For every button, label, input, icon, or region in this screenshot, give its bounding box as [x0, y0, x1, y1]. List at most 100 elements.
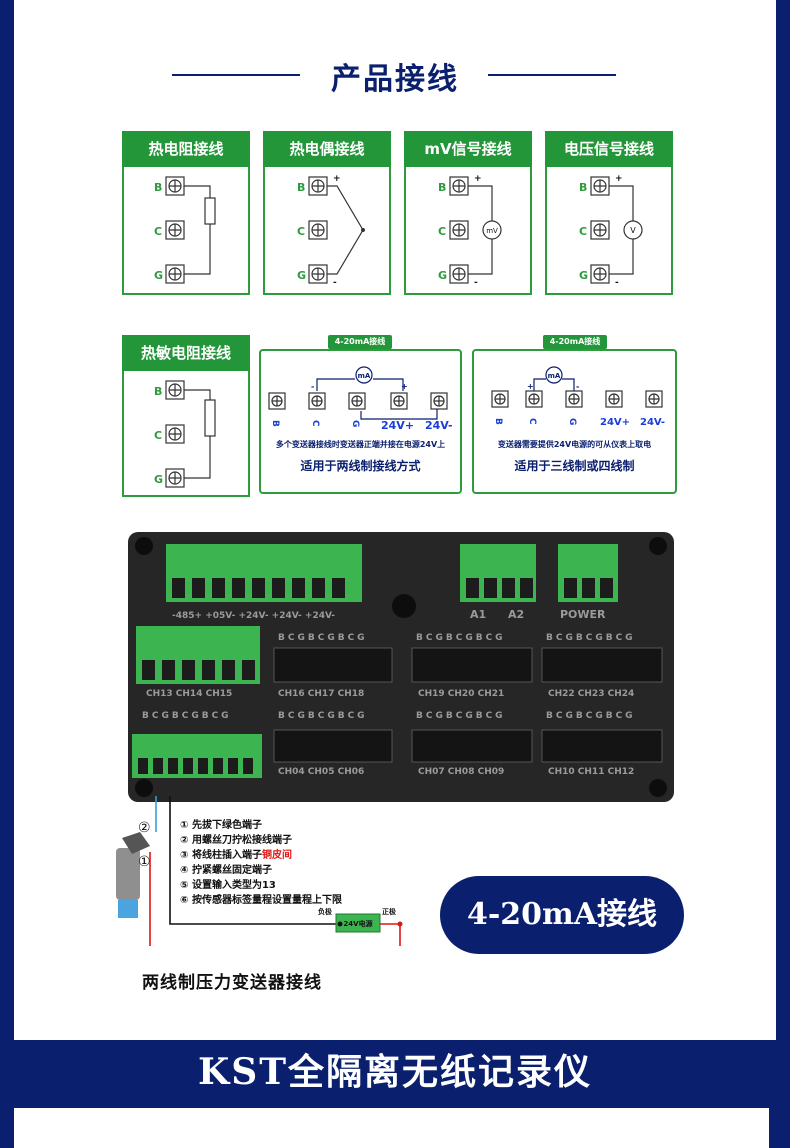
term-c: C [310, 420, 320, 427]
ch-row2-c: CH10 CH11 CH12 [548, 767, 634, 777]
polarity-minus: - [333, 278, 337, 288]
bcg-row1-b: BCGBCGBCG [416, 633, 506, 643]
step-1: ① 先拔下绿色端子 [180, 820, 262, 831]
label-g: G [154, 473, 163, 486]
label-g: G [579, 269, 588, 282]
term-b: B [493, 418, 503, 425]
device-a2-label: A2 [508, 608, 524, 621]
bcg-row2-c: BCGBCGBCG [416, 711, 506, 721]
bcg-row2-d: BCGBCGBCG [546, 711, 636, 721]
label-g: G [438, 269, 447, 282]
ch-row1-a: CH13 CH14 CH15 [146, 689, 232, 699]
ma-meter-icon: mA [548, 372, 561, 380]
bcg-row1-a: BCGBCGBCG [278, 633, 368, 643]
term-g: G [567, 418, 577, 425]
card-three-wire: mA + - B C G 24V+ 24V- 4-20mA接线 变送器需要提供2… [472, 335, 677, 494]
card-voltage-title: 电压信号接线 [545, 131, 673, 167]
term-24v-minus: 24V- [425, 419, 453, 432]
frame-right [776, 0, 790, 1040]
term-24v-plus: 24V+ [600, 417, 630, 428]
two-wire-note: 多个变送器接线时变送器正端并接在电源24V上 [275, 440, 446, 449]
neg-label: 负极 [318, 907, 333, 916]
voltmeter-icon: V [630, 226, 636, 235]
device-a1-label: A1 [470, 608, 486, 621]
thermistor-diagram: B C G [154, 380, 216, 488]
three-wire-subnote: 适用于三线制或四线制 [514, 459, 635, 473]
device-panel-drawing: -485+ +05V- +24V- +24V- +24V- A1 A2 POWE… [132, 537, 667, 797]
two-wire-tag: 4-20mA接线 [328, 335, 392, 349]
pressure-transmitter-icon [116, 832, 150, 918]
two-wire-subnote: 适用于两线制接线方式 [300, 459, 421, 473]
ma-wiring-badge: 4-20mA接线 [440, 876, 684, 954]
two-wire-diagram: mA - + B C G 24V+ 24V- [268, 366, 453, 432]
card-mv: mV信号接线 B C G + - mV [404, 131, 532, 295]
bcg-row2-a: BCGBCGBCG [142, 711, 232, 721]
three-wire-note: 变送器需要提供24V电源的可从仪表上取电 [497, 440, 652, 449]
power-supply-label: 24V电源 [343, 919, 372, 928]
title-section: 产品接线 [0, 50, 790, 100]
polarity-minus: - [311, 382, 314, 391]
label-g: G [154, 269, 163, 282]
polarity-minus: - [576, 382, 579, 391]
label-g: G [297, 269, 306, 282]
device-top-left-label: -485+ +05V- +24V- +24V- +24V- [172, 611, 335, 621]
title-line-right [488, 74, 616, 76]
sensor-wiring: ② ① 24V电源 负极 正极 [116, 796, 403, 946]
term-24v-minus: 24V- [640, 417, 665, 428]
voltage-diagram: B C G + - V [579, 174, 643, 288]
frame-left [0, 0, 14, 1040]
label-b: B [154, 181, 162, 194]
polarity-plus: + [401, 382, 408, 391]
three-wire-diagram: mA + - B C G 24V+ 24V- [491, 366, 665, 428]
polarity-plus: + [527, 382, 534, 391]
ch-row2-a: CH04 CH05 CH06 [278, 767, 364, 777]
polarity-plus: + [474, 174, 482, 184]
marker-2: ② [138, 820, 151, 836]
ch-row1-d: CH22 CH23 CH24 [548, 689, 634, 699]
label-b: B [297, 181, 305, 194]
step-3: ③ 将线柱插入端子铜皮间 [180, 850, 292, 861]
term-24v-plus: 24V+ [381, 419, 414, 432]
label-c: C [297, 225, 305, 238]
label-b: B [579, 181, 587, 194]
wiring-caption: 两线制压力变送器接线 [142, 973, 322, 993]
bcg-row1-c: BCGBCGBCG [546, 633, 636, 643]
ch-row1-c: CH19 CH20 CH21 [418, 689, 504, 699]
card-two-wire: mA - + B C G 24V+ 24V- 4-20mA接线 多个变送器接线时… [259, 335, 462, 494]
card-thermocouple: 热电偶接线 B C G + - [263, 131, 391, 295]
ma-meter-icon: mA [358, 372, 371, 380]
pos-label: 正极 [382, 907, 397, 916]
footer-title: KST全隔离无纸记录仪 [197, 1051, 593, 1093]
card-thermistor: 热敏电阻接线 B C G [122, 335, 250, 497]
card-voltage: 电压信号接线 B C G + - V [545, 131, 673, 295]
bcg-row2-b: BCGBCGBCG [278, 711, 368, 721]
card-rtd: 热电阻接线 B C G [122, 131, 250, 295]
label-c: C [154, 225, 162, 238]
polarity-minus: - [474, 278, 478, 288]
device-power-label: POWER [560, 608, 606, 621]
step-2: ② 用螺丝刀拧松接线端子 [180, 835, 292, 846]
mv-meter-icon: mV [486, 227, 498, 235]
label-b: B [438, 181, 446, 194]
term-b: B [270, 420, 280, 427]
rtd-diagram: B C G [154, 176, 216, 284]
ch-row2-b: CH07 CH08 CH09 [418, 767, 504, 777]
step-list: ① 先拔下绿色端子 ② 用螺丝刀拧松接线端子 ③ 将线柱插入端子铜皮间 ④ 拧紧… [180, 818, 342, 908]
card-rtd-title: 热电阻接线 [122, 131, 250, 167]
term-g: G [350, 420, 360, 427]
marker-1: ① [138, 854, 151, 870]
device-back-panel: -485+ +05V- +24V- +24V- +24V- A1 A2 POWE… [128, 532, 674, 802]
footer-white-bar [14, 1108, 769, 1148]
label-c: C [438, 225, 446, 238]
step-6: ⑥ 按传感器标签量程设置量程上下限 [180, 895, 342, 906]
page-title: 产品接线 [331, 62, 459, 97]
card-thermocouple-title: 热电偶接线 [263, 131, 391, 167]
label-b: B [154, 385, 162, 398]
mv-diagram: B C G + - mV [438, 174, 502, 288]
label-c: C [579, 225, 587, 238]
step-4: ④ 拧紧螺丝固定端子 [180, 865, 272, 876]
polarity-minus: - [615, 278, 619, 288]
term-c: C [527, 418, 537, 425]
three-wire-tag: 4-20mA接线 [543, 335, 607, 349]
label-c: C [154, 429, 162, 442]
